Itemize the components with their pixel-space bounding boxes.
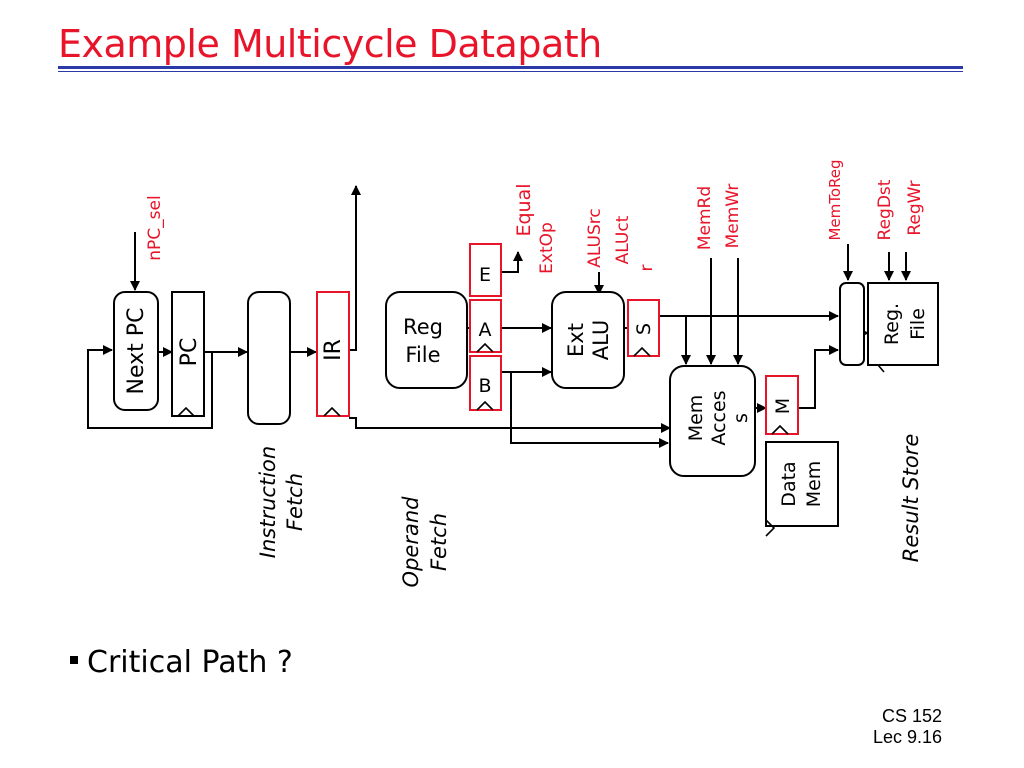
signal-aluctr-line1: ALUct bbox=[613, 215, 633, 264]
signal-npc-sel: nPC_sel bbox=[145, 195, 165, 260]
bullet-square-icon bbox=[70, 655, 78, 664]
reg-file-block bbox=[385, 291, 468, 389]
clock-carets bbox=[177, 342, 885, 537]
reg-b-label: B bbox=[478, 375, 491, 397]
mem-access-label-line1: Mem bbox=[685, 395, 707, 442]
mem-access-label-line3: s bbox=[730, 413, 752, 423]
mem-access-block bbox=[669, 365, 756, 477]
next-pc-block bbox=[113, 291, 159, 411]
signal-regdst: RegDst bbox=[875, 179, 895, 240]
signal-memwr: MemWr bbox=[723, 184, 743, 249]
reg-m-label: M bbox=[772, 398, 794, 414]
reg-file-label-line1: Reg bbox=[403, 315, 443, 339]
wires bbox=[87, 185, 911, 448]
stage-result-store: Result Store bbox=[899, 434, 923, 562]
signal-equal: Equal bbox=[513, 183, 535, 236]
reg-b bbox=[469, 355, 502, 411]
data-mem-block bbox=[765, 441, 839, 527]
stage-instruction-fetch-line2: Fetch bbox=[283, 473, 307, 531]
ext-alu-label-line2: ALU bbox=[589, 320, 613, 360]
reg-e bbox=[469, 243, 502, 297]
reg-s bbox=[627, 299, 660, 357]
result-reg-file-label-line2: File bbox=[907, 308, 929, 340]
data-mem-label-line1: Data bbox=[778, 461, 800, 506]
ext-alu-label-line1: Ext bbox=[564, 323, 588, 357]
ir-label: IR bbox=[321, 339, 346, 361]
signal-aluctr-line2: r bbox=[637, 265, 657, 272]
result-reg-file-label-line1: Reg. bbox=[881, 303, 903, 345]
footer-lecture: Lec 9.16 bbox=[872, 727, 942, 747]
title-rule-thin bbox=[58, 71, 963, 72]
data-mem-label-line2: Mem bbox=[803, 461, 825, 508]
pc-register bbox=[171, 291, 205, 417]
reg-a-label: A bbox=[479, 319, 492, 341]
ir-register bbox=[316, 291, 350, 417]
reg-e-label: E bbox=[479, 264, 491, 286]
result-reg-file bbox=[867, 282, 939, 366]
reg-s-label: S bbox=[633, 323, 655, 335]
signal-memrd: MemRd bbox=[695, 186, 715, 250]
signal-memtoreg: MemToReg bbox=[826, 159, 844, 240]
mem-access-label-line2: Acces bbox=[708, 390, 730, 445]
pc-label: PC bbox=[177, 338, 202, 367]
result-mux bbox=[839, 282, 865, 366]
instruction-memory-block bbox=[247, 291, 291, 425]
signal-alusrc: ALUSrc bbox=[585, 208, 605, 267]
title-rule-thick bbox=[58, 66, 963, 69]
stage-instruction-fetch-line1: Instruction bbox=[256, 446, 280, 558]
ext-alu-block bbox=[551, 291, 625, 389]
signal-extop: ExtOp bbox=[537, 222, 557, 274]
slide-footer: CS 152 Lec 9.16 bbox=[852, 706, 942, 748]
reg-a bbox=[469, 299, 502, 353]
stage-operand-fetch-line2: Fetch bbox=[427, 513, 451, 571]
reg-m bbox=[765, 375, 799, 435]
next-pc-label: Next PC bbox=[124, 308, 149, 395]
bullet-text: Critical Path ? bbox=[87, 645, 293, 680]
slide-title: Example Multicycle Datapath bbox=[58, 22, 602, 66]
footer-course: CS 152 bbox=[881, 706, 942, 726]
signal-regwr: RegWr bbox=[905, 180, 925, 235]
reg-file-label-line2: File bbox=[405, 343, 440, 367]
bullet-critical-path: Critical Path ? bbox=[70, 645, 293, 680]
stage-operand-fetch-line1: Operand bbox=[399, 496, 423, 588]
